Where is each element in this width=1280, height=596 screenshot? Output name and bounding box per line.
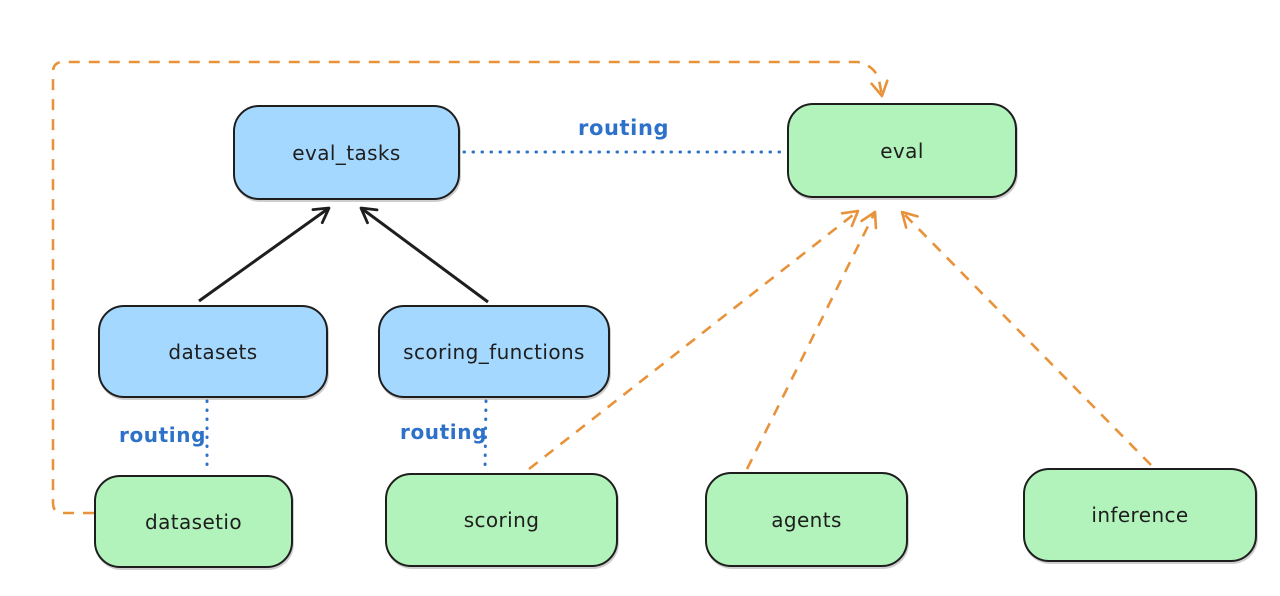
node-datasets: datasets — [98, 305, 328, 398]
edge-agents-to-eval — [745, 210, 878, 470]
node-inference-label: inference — [1091, 503, 1189, 527]
node-eval-tasks-label: eval_tasks — [292, 140, 401, 165]
edge-scoring-to-eval — [528, 209, 860, 471]
edge-inference-to-eval — [900, 210, 1152, 466]
node-scoring-label: scoring — [463, 508, 540, 532]
routing-label-datasets-datasetio: routing — [119, 423, 207, 447]
node-agents-label: agents — [771, 507, 842, 532]
routing-label-eval-tasks-eval: routing — [578, 116, 670, 140]
node-datasets-label: datasets — [168, 339, 258, 364]
node-agents: agents — [705, 472, 908, 567]
edge-datasetio-to-eval — [51, 60, 889, 515]
routing-label-scoring-functions-scoring: routing — [400, 420, 488, 444]
node-scoring: scoring — [385, 473, 618, 567]
node-eval-label: eval — [880, 138, 924, 163]
node-scoring-functions: scoring_functions — [378, 305, 610, 398]
node-eval-tasks: eval_tasks — [233, 105, 460, 200]
node-scoring-functions-label: scoring_functions — [403, 339, 585, 364]
node-inference: inference — [1023, 468, 1257, 562]
node-datasetio-label: datasetio — [144, 509, 242, 534]
edge-datasets-to-eval-tasks — [198, 206, 331, 303]
node-datasetio: datasetio — [94, 475, 293, 568]
node-eval: eval — [787, 103, 1017, 198]
edge-scoring-functions-to-eval-tasks — [359, 206, 489, 304]
